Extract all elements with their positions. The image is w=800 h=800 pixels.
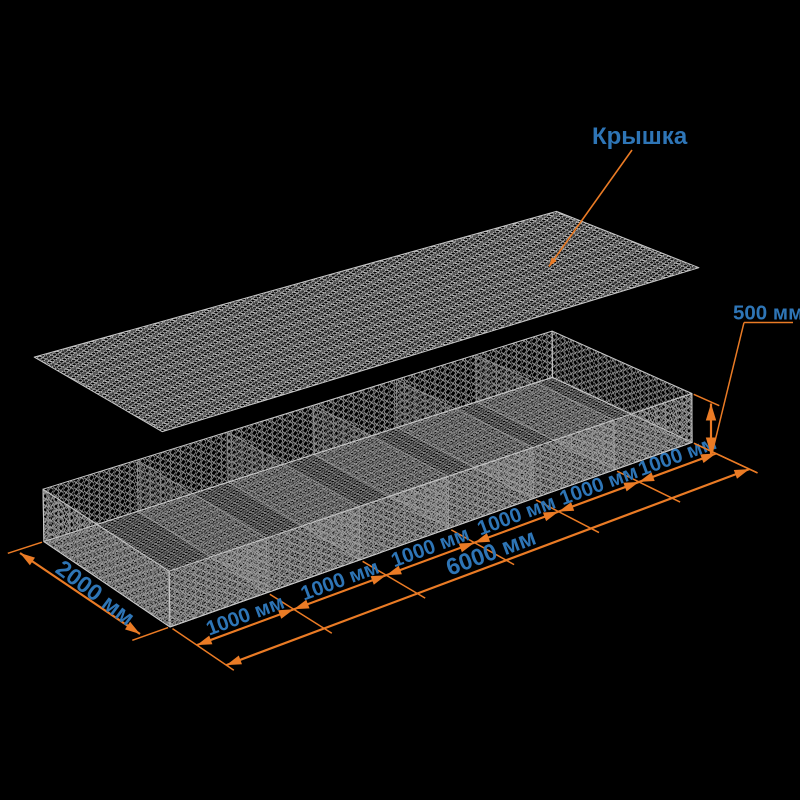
- svg-text:Крышка: Крышка: [592, 123, 688, 150]
- svg-text:500 мм: 500 мм: [733, 302, 800, 325]
